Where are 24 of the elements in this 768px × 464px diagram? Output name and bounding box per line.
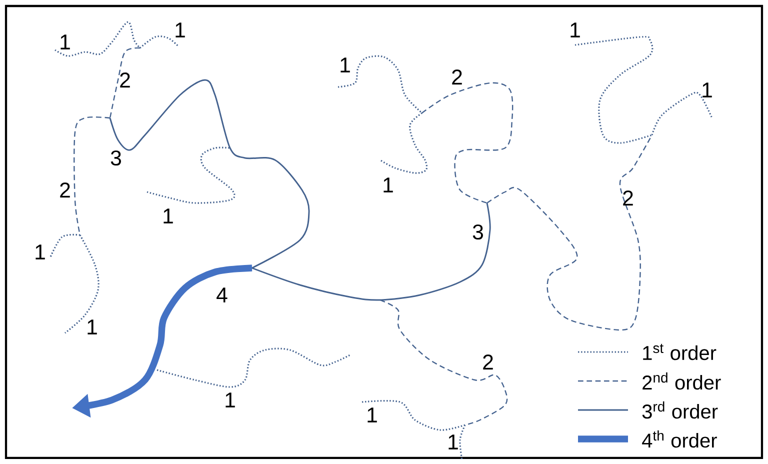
stream-order-number: 1 — [340, 58, 350, 72]
stream-order-number: 3 — [472, 224, 483, 240]
stream-order-number: 1 — [36, 244, 45, 260]
stream-order-number: 2 — [483, 354, 493, 370]
stream-order-number: 2 — [60, 182, 70, 198]
stream-order-number: 1 — [368, 408, 377, 422]
stream-order-number: 2 — [120, 72, 130, 88]
stream-order-number: 1 — [60, 34, 70, 50]
stream-order-number: 1 — [226, 392, 235, 408]
stream-order-number: 1 — [570, 22, 580, 38]
stream-order-number: 2 — [452, 70, 462, 84]
stream-order-number: 1 — [176, 22, 185, 38]
stream-order-number: 1 — [702, 82, 712, 98]
stream-order-number: 1 — [384, 178, 393, 192]
stream-order-number: 1 — [164, 208, 173, 224]
stream-order-number: 1 — [88, 320, 97, 334]
legend-text: 2$^{nd}$ order — [642, 372, 721, 390]
stream-order-number: 2 — [623, 190, 633, 206]
stream-order-number: 1 — [448, 434, 458, 450]
legend-text: 1$^{st}$ order — [643, 344, 716, 360]
legend-text: 4$^{th}$ order — [642, 430, 717, 448]
stream-order-number: 4 — [216, 288, 228, 302]
stream-order-number: 3 — [110, 150, 121, 166]
legend-text: 3$^{rd}$ order — [642, 401, 718, 419]
